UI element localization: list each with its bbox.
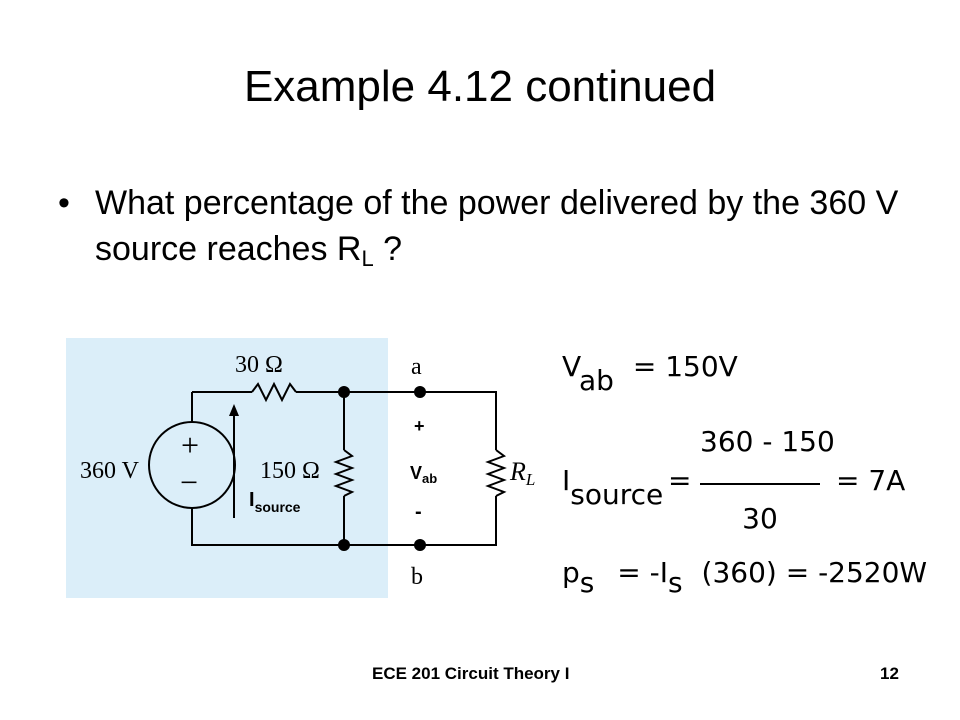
resistor-30-symbol: [251, 381, 297, 403]
node-a-label: a: [411, 354, 422, 380]
bullet-marker: •: [58, 184, 70, 222]
node-dot: [338, 386, 350, 398]
eq3-sub: s: [579, 566, 595, 599]
eq3-var: p: [562, 556, 580, 589]
eq2-numerator: 360 - 150: [700, 425, 835, 458]
bullet-text-main: What percentage of the power delivered b…: [95, 184, 899, 268]
eq1-var: V: [562, 350, 579, 383]
resistor-150-symbol: [333, 449, 355, 497]
node-a-dot: [414, 386, 426, 398]
node-b-dot: [414, 539, 426, 551]
vab-main: V: [410, 463, 422, 483]
resistor-150-label: 150 Ω: [260, 458, 320, 484]
circuit-diagram: 30 Ω 150 Ω 360 V + − a b RL Isource + Va…: [66, 338, 546, 605]
wire-right: [344, 496, 497, 546]
slide-title: Example 4.12 continued: [243, 62, 717, 111]
isource-main: I: [249, 489, 255, 511]
vab-sub: ab: [422, 471, 437, 486]
node-dot: [338, 539, 350, 551]
footer-page-number: 12: [880, 664, 899, 683]
rl-main: R: [509, 457, 526, 486]
vab-label: Vab: [410, 463, 437, 486]
equation-ps: ps = -Is (360) = -2520W: [562, 556, 928, 599]
eq2-sub: source: [570, 478, 664, 511]
resistor-rl-label: RL: [509, 457, 535, 489]
vab-minus: -: [415, 501, 422, 523]
eq2-fraction-bar: [700, 483, 820, 485]
isource-label: Isource: [249, 489, 301, 515]
eq2-denominator: 30: [742, 502, 778, 535]
source-minus-sign: −: [180, 464, 198, 500]
eq3-mid: = -I: [617, 556, 669, 589]
wire-top-left: [191, 392, 344, 546]
resistor-rl-symbol: [485, 449, 507, 497]
wire-top-right: [296, 391, 497, 450]
eq2-var: I: [562, 464, 571, 497]
node-b-label: b: [411, 564, 423, 590]
source-voltage-label: 360 V: [80, 458, 140, 484]
equation-isource: Isource: [562, 464, 663, 511]
bullet-text: What percentage of the power delivered b…: [95, 180, 915, 282]
eq1-sub: ab: [578, 364, 614, 397]
circuit-background: [66, 338, 388, 598]
eq3-rhs: (360) = -2520W: [701, 556, 928, 589]
eq1-rhs: = 150V: [632, 350, 738, 383]
isource-sub: source: [255, 499, 301, 515]
eq2-result: = 7A: [836, 464, 906, 497]
eq2-equals: =: [668, 464, 692, 497]
source-plus-sign: +: [181, 427, 199, 463]
footer-course: ECE 201 Circuit Theory I: [372, 664, 570, 683]
eq3-sub2: s: [668, 566, 683, 599]
isource-arrow-head: [229, 404, 239, 416]
bullet-subscript: L: [361, 246, 374, 271]
equation-vab: Vab = 150V: [562, 350, 738, 397]
resistor-30-label: 30 Ω: [235, 352, 283, 378]
bullet-text-end: ?: [373, 230, 403, 268]
vab-plus: +: [414, 416, 425, 436]
rl-sub: L: [525, 470, 535, 489]
